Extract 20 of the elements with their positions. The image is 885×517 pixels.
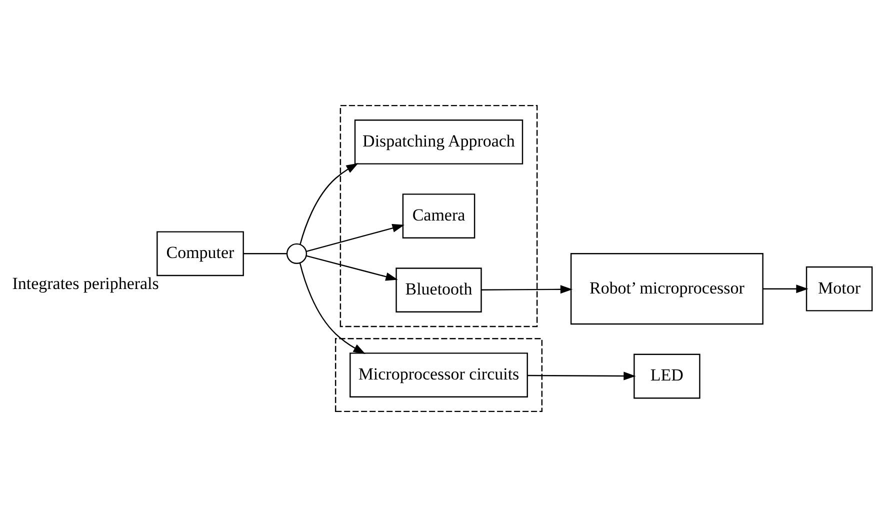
node-box: Microprocessor circuits bbox=[349, 352, 528, 398]
arrow bbox=[306, 224, 404, 252]
cluster bbox=[334, 338, 542, 412]
node-box: Camera bbox=[402, 194, 475, 238]
arrow bbox=[480, 285, 572, 294]
connector bbox=[243, 253, 286, 254]
arrow bbox=[306, 255, 398, 281]
node-box: Robot’ microprocessor bbox=[570, 253, 763, 325]
arrow bbox=[527, 372, 636, 380]
node-box: LED bbox=[633, 354, 700, 399]
arrow bbox=[298, 262, 365, 354]
node-box: Dispatching Approach bbox=[354, 120, 523, 164]
node-box: Bluetooth bbox=[395, 268, 482, 313]
arrow bbox=[299, 163, 358, 245]
arrow bbox=[762, 284, 808, 294]
node-label: Integrates peripherals bbox=[12, 274, 158, 294]
node-box: Motor bbox=[805, 266, 872, 312]
node-box: Computer bbox=[156, 231, 244, 276]
node-circle bbox=[286, 243, 307, 264]
cluster bbox=[339, 104, 538, 328]
